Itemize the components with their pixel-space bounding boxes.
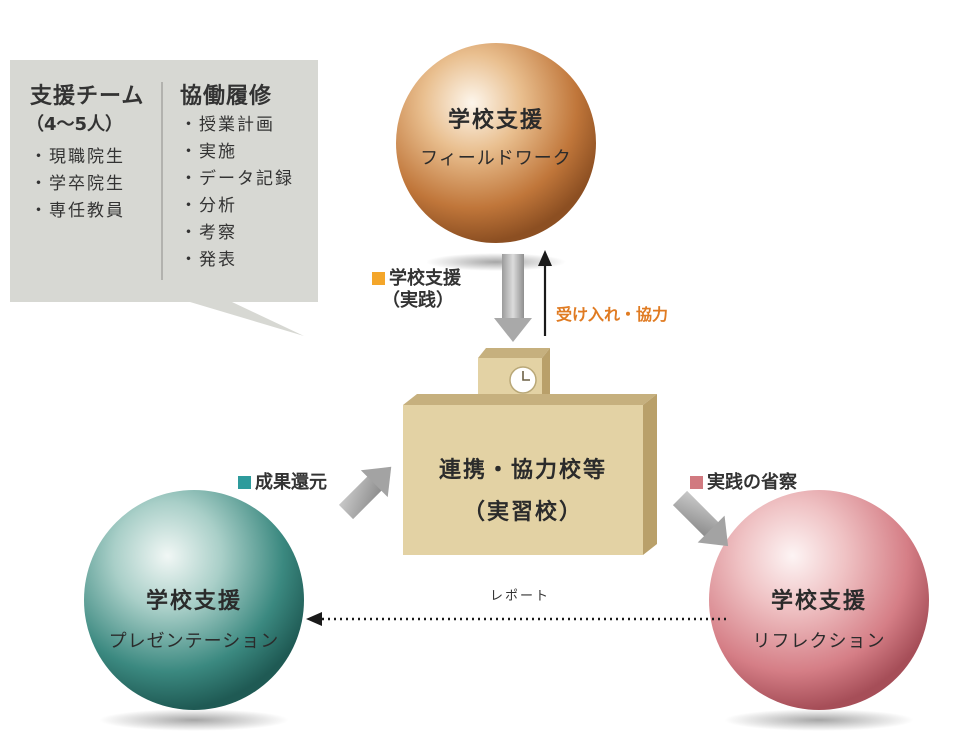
team-member: ・専任教員: [30, 201, 125, 221]
reflection-sphere: [709, 490, 929, 710]
presentation-label: 学校支援 プレゼンテーション: [84, 583, 304, 653]
team-member: ・現職院生: [30, 147, 125, 167]
practice-label: 学校支援 （実践）: [372, 268, 461, 312]
results-text: 成果還元: [255, 472, 327, 493]
school-building: [403, 348, 657, 555]
team-title: 支援チーム: [30, 84, 145, 109]
team-block: 支援チーム （4〜5人） ・現職院生 ・学卒院生 ・専任教員: [26, 78, 160, 225]
results-arrow: [338, 466, 392, 520]
course-steps: ・授業計画 ・実施 ・データ記録 ・分析 ・考察 ・発表: [180, 112, 315, 274]
report-arrow: [306, 612, 726, 626]
reflection-label: 学校支援 リフレクション: [709, 583, 929, 653]
reflection-shadow: [724, 709, 914, 731]
course-step: ・授業計画: [180, 115, 275, 135]
presentation-sphere: [84, 490, 304, 710]
practice-arrow: [494, 254, 532, 342]
course-step: ・考察: [180, 223, 237, 243]
school-note: （実習校）: [462, 500, 583, 525]
accept-arrow: [538, 250, 552, 336]
practice-marker: [372, 272, 385, 285]
fieldwork-shadow: [426, 253, 566, 271]
fieldwork-sphere: [396, 43, 596, 243]
reflection-title: 学校支援: [770, 589, 867, 614]
practice-line2: （実践）: [382, 290, 454, 311]
course-step: ・分析: [180, 196, 237, 216]
presentation-shadow: [99, 709, 289, 731]
course-title: 協働履修: [180, 84, 273, 109]
school-name: 連携・協力校等: [438, 458, 607, 483]
fieldwork-subtitle: フィールドワーク: [420, 148, 572, 169]
fieldwork-title: 学校支援: [447, 108, 544, 133]
reflection-marker: [690, 476, 703, 489]
report-label: レポート: [490, 589, 551, 604]
course-step: ・実施: [180, 142, 237, 162]
course-block: 協働履修 ・授業計画 ・実施 ・データ記録 ・分析 ・考察 ・発表: [180, 78, 315, 274]
course-step: ・発表: [180, 250, 237, 270]
accept-label: 受け入れ・協力: [556, 305, 669, 324]
results-label: 成果還元: [238, 468, 327, 494]
reflection-text: 実践の省察: [707, 472, 797, 493]
reflection-arrow: [672, 490, 729, 547]
reflection-subtitle: リフレクション: [752, 631, 886, 652]
course-step: ・データ記録: [180, 169, 294, 189]
results-marker: [238, 476, 251, 489]
presentation-subtitle: プレゼンテーション: [108, 631, 280, 652]
presentation-title: 学校支援: [145, 589, 242, 614]
team-member: ・学卒院生: [30, 174, 125, 194]
fieldwork-label: 学校支援 フィールドワーク: [396, 102, 596, 170]
practice-line1: 学校支援: [389, 268, 461, 289]
team-members: ・現職院生 ・学卒院生 ・専任教員: [30, 144, 160, 225]
team-size: （4〜5人）: [26, 114, 124, 135]
callout-bubble: [10, 60, 318, 336]
school-label: 連携・協力校等 （実習校）: [403, 452, 643, 526]
reflection-arrow-label: 実践の省察: [690, 468, 797, 494]
